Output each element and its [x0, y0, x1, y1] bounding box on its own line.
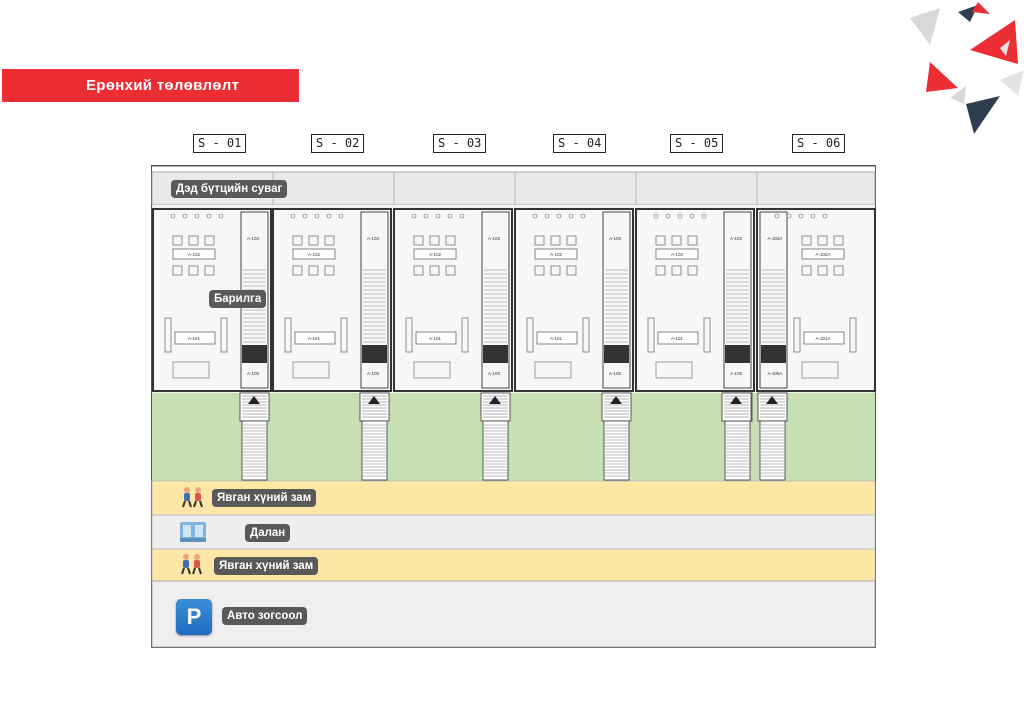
svg-text:A-103: A-103 [488, 236, 501, 241]
entrance-stair [480, 392, 511, 481]
section-label: S - 04 [553, 134, 607, 153]
svg-text:A-102A: A-102A [815, 252, 830, 257]
page-title-banner: Ерөнхий төлөвлөлт [2, 69, 299, 102]
svg-text:A-105: A-105 [247, 371, 260, 376]
pedestrians-icon [182, 487, 203, 508]
svg-text:A-105: A-105 [367, 371, 380, 376]
svg-text:A-101: A-101 [429, 336, 442, 341]
entrance-stair [359, 392, 390, 481]
channel-label: Дэд бүтцийн суваг [171, 180, 288, 198]
entrance-stair [239, 392, 270, 481]
apartment-unit: A-103A-102A-101A-105 [514, 208, 634, 392]
decorative-triangles [910, 2, 1024, 134]
pedestrians-icon [181, 554, 202, 575]
entrance-stair [757, 392, 788, 481]
section-label: S - 05 [670, 134, 724, 153]
svg-text:A-101: A-101 [188, 336, 201, 341]
dalan-label: Далан [245, 524, 291, 542]
apartment-unit: A-103A-102A-101A-105 [272, 208, 392, 392]
building-label: Барилга [209, 290, 267, 308]
svg-text:A-101: A-101 [308, 336, 321, 341]
svg-text:A-103: A-103 [609, 236, 622, 241]
svg-text:A-105: A-105 [730, 371, 743, 376]
sidewalk-label-2: Явган хүний зам [214, 557, 319, 575]
section-label: S - 03 [433, 134, 487, 153]
svg-text:A-101: A-101 [671, 336, 684, 341]
svg-text:A-102: A-102 [308, 252, 321, 257]
apartment-unit: A-103A A-102A A-101A A-105A [756, 208, 876, 392]
parking-icon: P [176, 599, 212, 635]
entrance-stair [601, 392, 632, 481]
page-title: Ерөнхий төлөвлөлт [86, 77, 240, 94]
svg-text:A-105A: A-105A [767, 371, 782, 376]
lawn-band [152, 393, 875, 481]
svg-text:A-102: A-102 [188, 252, 201, 257]
section-label: S - 01 [193, 134, 247, 153]
apartment-unit: A-103A-102A-101A-105 [393, 208, 513, 392]
svg-text:A-103: A-103 [247, 236, 260, 241]
svg-text:A-102: A-102 [429, 252, 442, 257]
svg-text:A-101: A-101 [550, 336, 563, 341]
svg-text:A-102: A-102 [671, 252, 684, 257]
parking-label: Авто зогсоол [222, 607, 308, 625]
sidewalk-label-1: Явган хүний зам [212, 489, 317, 507]
svg-text:A-105: A-105 [488, 371, 501, 376]
apartment-unit: A-103A-102A-101A-105 [635, 208, 755, 392]
section-label: S - 06 [792, 134, 846, 153]
entrance-stair [721, 392, 752, 422]
svg-text:A-103A: A-103A [767, 236, 782, 241]
embankment-icon [180, 522, 206, 542]
section-label: S - 02 [311, 134, 365, 153]
svg-text:A-102: A-102 [550, 252, 563, 257]
svg-text:A-103: A-103 [730, 236, 743, 241]
svg-text:A-105: A-105 [609, 371, 622, 376]
svg-text:A-101A: A-101A [815, 336, 830, 341]
svg-text:A-103: A-103 [367, 236, 380, 241]
